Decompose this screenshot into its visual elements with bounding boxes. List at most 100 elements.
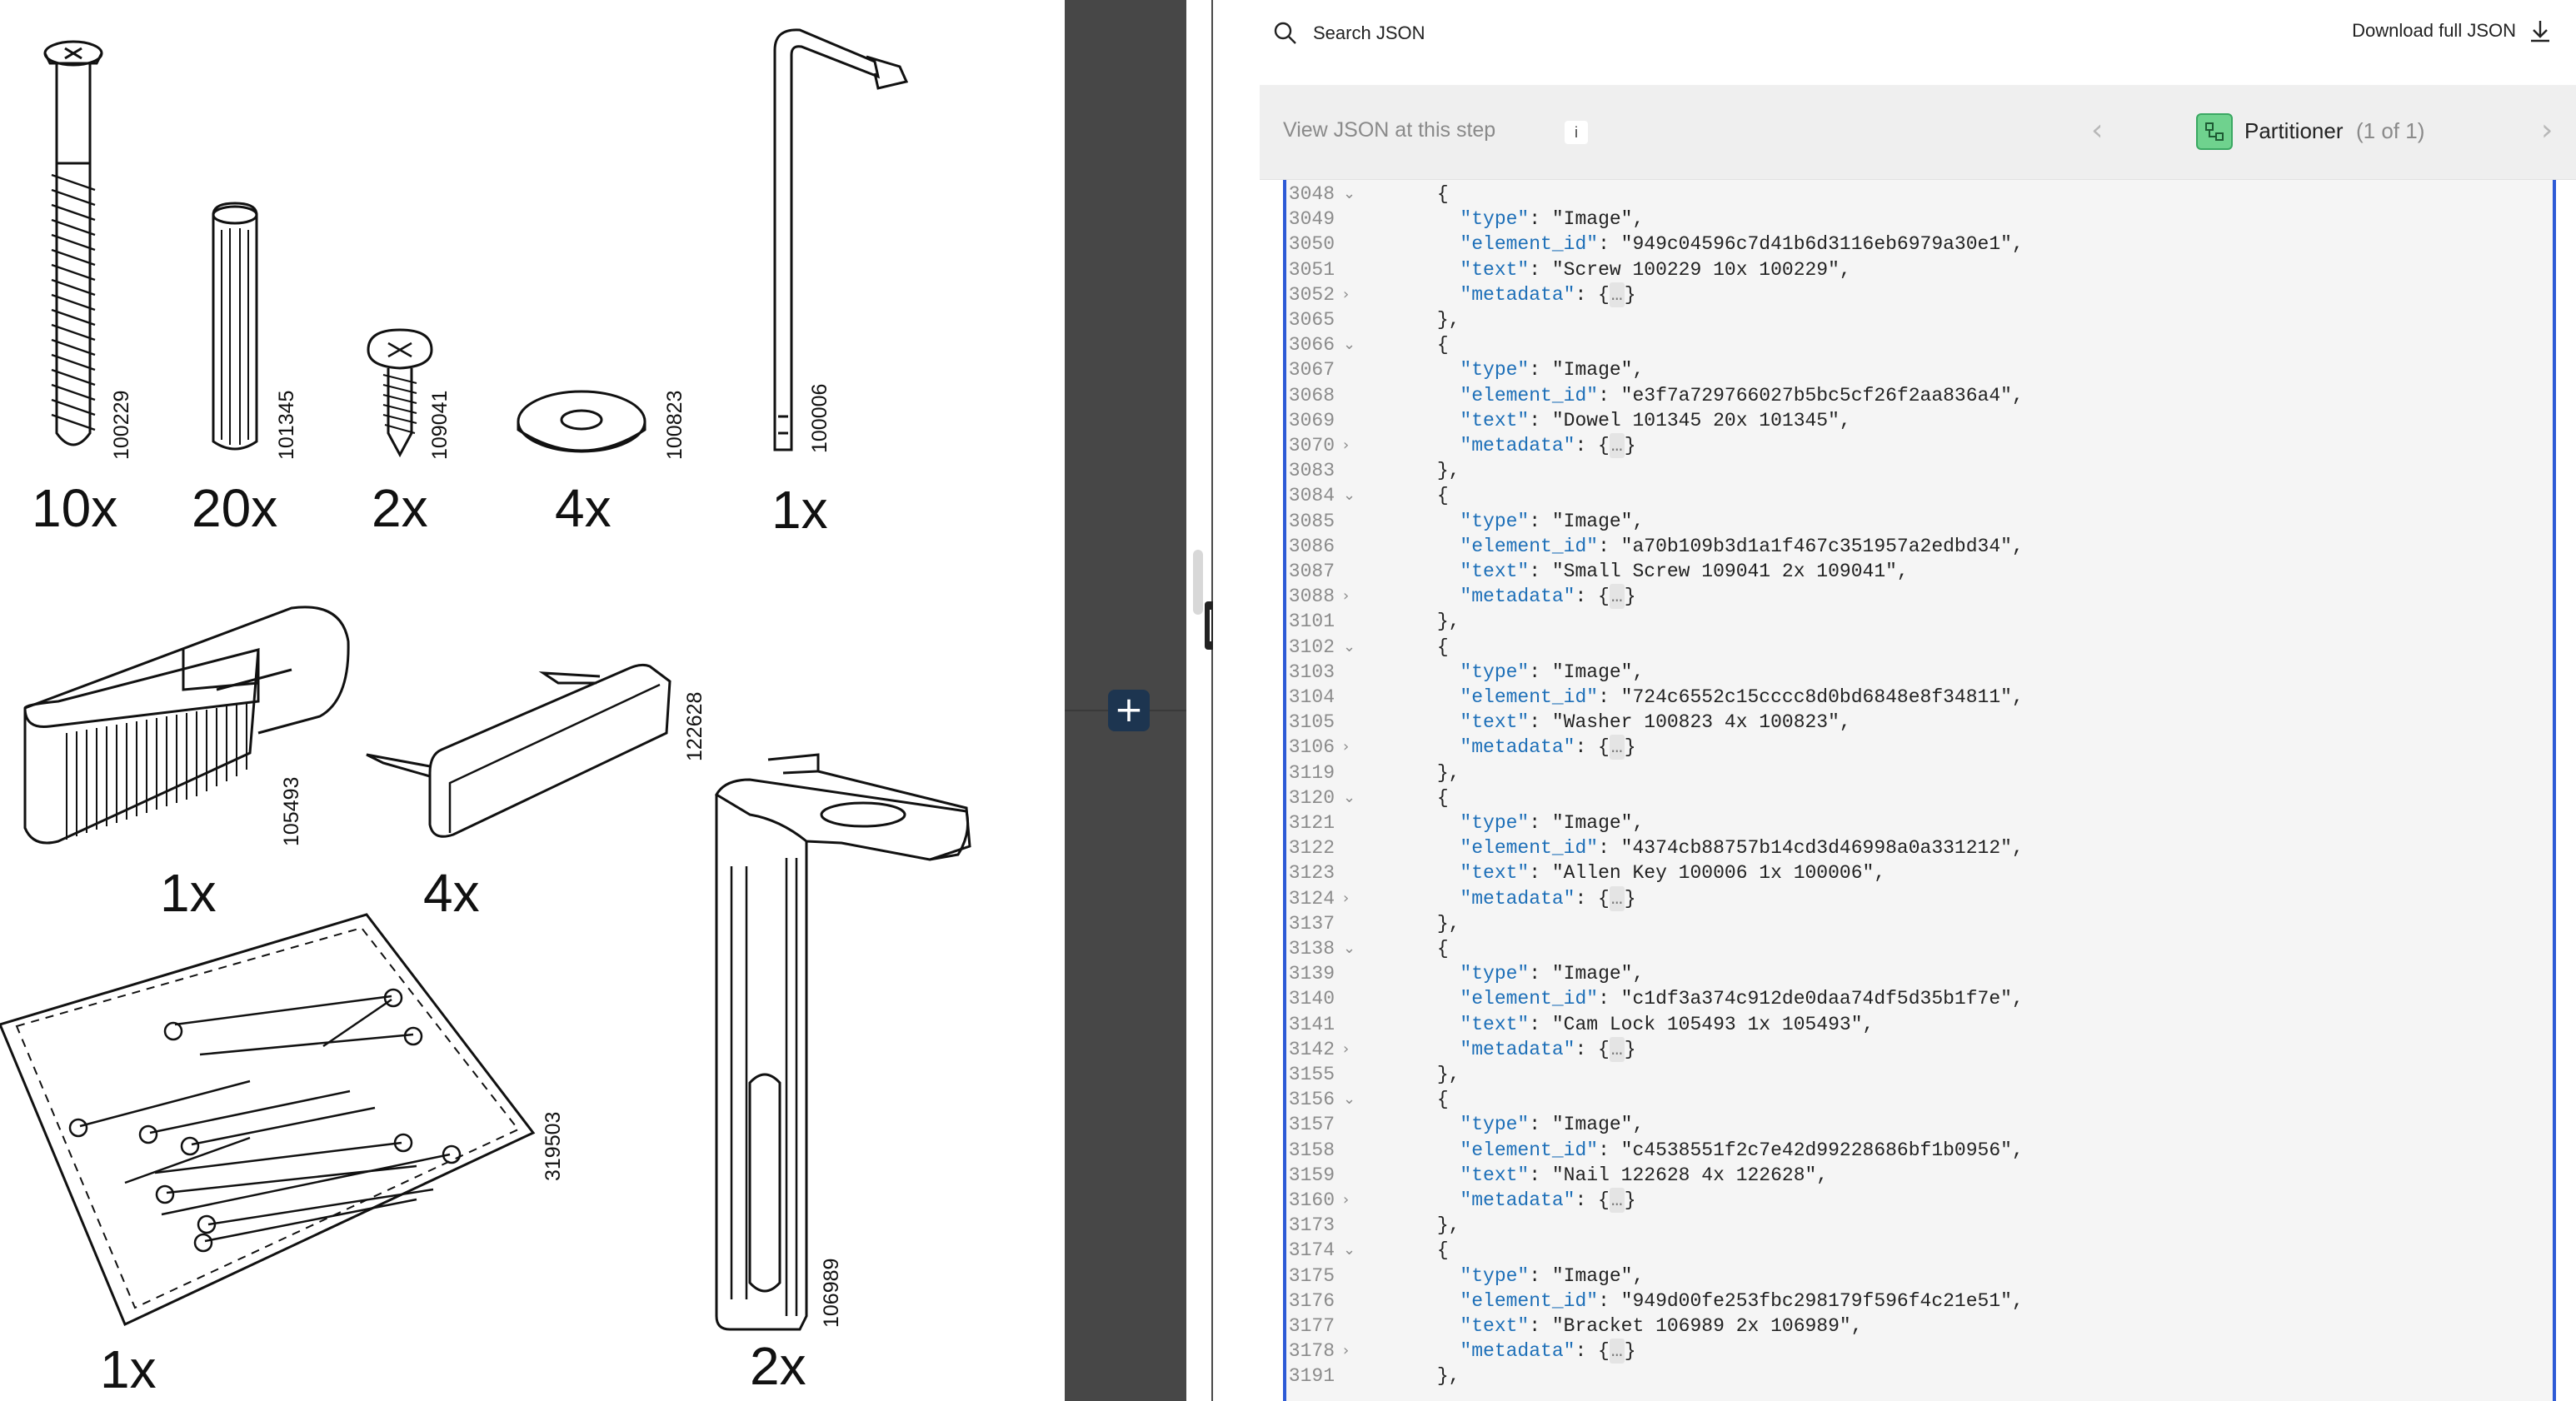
- expand-chevron-icon[interactable]: ›: [1343, 889, 1350, 907]
- json-line: 3101 },: [1286, 609, 2553, 634]
- collapse-chevron-icon[interactable]: ⌄: [1343, 637, 1356, 656]
- line-number: 3140: [1288, 988, 1335, 1010]
- line-number: 3122: [1288, 837, 1335, 860]
- line-text: {: [1368, 183, 1449, 205]
- part-number-label: 100823: [663, 390, 686, 460]
- json-line: 3069 "text": "Dowel 101345 20x 101345",: [1286, 408, 2553, 433]
- expand-chevron-icon[interactable]: ›: [1343, 1342, 1350, 1360]
- line-number: 3124: [1288, 887, 1335, 910]
- quantity-label: 2x: [750, 1336, 806, 1396]
- line-number: 3174: [1288, 1239, 1335, 1262]
- add-button[interactable]: +: [1108, 690, 1150, 731]
- json-line: 3140 "element_id": "c1df3a374c912de0daa7…: [1286, 986, 2553, 1011]
- line-number: 3105: [1288, 711, 1335, 734]
- json-line: 3120⌄ {: [1286, 785, 2553, 810]
- line-number: 3121: [1288, 812, 1335, 834]
- json-line: 3139 "type": "Image",: [1286, 961, 2553, 986]
- line-text: "element_id": "a70b109b3d1a1f467c351957a…: [1460, 535, 2024, 557]
- json-line: 3052› "metadata": {…}: [1286, 282, 2553, 307]
- line-text: },: [1368, 309, 1460, 331]
- line-text: {: [1368, 636, 1449, 658]
- collapse-chevron-icon[interactable]: ⌄: [1343, 185, 1356, 202]
- line-number: 3155: [1288, 1064, 1335, 1085]
- partitioner-count: (1 of 1): [2356, 118, 2425, 143]
- part-number-label: 109041: [428, 390, 452, 460]
- collapse-chevron-icon[interactable]: ⌄: [1343, 940, 1356, 957]
- expand-chevron-icon[interactable]: ›: [1343, 738, 1350, 756]
- line-number: 3069: [1288, 409, 1335, 431]
- line-text: {: [1368, 334, 1449, 356]
- expand-chevron-icon[interactable]: ›: [1343, 285, 1350, 303]
- json-line: 3160 › "metadata": {…}: [1286, 1188, 2553, 1213]
- expand-chevron-icon[interactable]: ›: [1343, 1040, 1350, 1058]
- json-line: 3070› "metadata": {…}: [1286, 433, 2553, 458]
- part-number-label: 100229: [110, 390, 133, 460]
- washer-icon: [517, 390, 646, 453]
- collapse-chevron-icon[interactable]: ⌄: [1343, 788, 1356, 806]
- line-number: 3175: [1288, 1264, 1335, 1287]
- quantity-label: 1x: [100, 1339, 157, 1399]
- quantity-label: 2x: [372, 478, 428, 538]
- line-text: "element_id": "4374cb88757b14cd3d46998a0…: [1460, 837, 2024, 860]
- json-line: 3105 "text": "Washer 100823 4x 100823",: [1286, 710, 2553, 735]
- quantity-label: 4x: [423, 863, 480, 923]
- part-number-label: 106989: [820, 1258, 843, 1328]
- chevron-left-icon[interactable]: ‹: [2091, 113, 2104, 147]
- json-line: 3174⌄ {: [1286, 1238, 2553, 1263]
- json-line: 3121 "type": "Image",: [1286, 810, 2553, 835]
- line-number: 3050: [1288, 233, 1335, 256]
- line-text: "metadata": {…}: [1460, 735, 1636, 760]
- line-number: 3068: [1288, 384, 1335, 406]
- line-number: 3160: [1288, 1189, 1335, 1211]
- step-label: View JSON at this step: [1283, 118, 1496, 142]
- line-number: 3102: [1288, 636, 1335, 658]
- info-icon[interactable]: i: [1565, 121, 1588, 144]
- line-text: "type": "Image",: [1460, 812, 1645, 834]
- line-text: {: [1368, 485, 1449, 507]
- search-label: Search JSON: [1313, 22, 1425, 43]
- json-line: 3104 "element_id": "724c6552c15cccc8d0bd…: [1286, 685, 2553, 710]
- line-text: "metadata": {…}: [1460, 282, 1636, 307]
- line-text: "metadata": {…}: [1460, 1339, 1636, 1364]
- line-text: "text": "Screw 100229 10x 100229",: [1460, 258, 1851, 281]
- line-number: 3159: [1288, 1164, 1335, 1186]
- line-text: "metadata": {…}: [1460, 1188, 1636, 1213]
- json-line: 3138⌄ {: [1286, 936, 2553, 961]
- line-text: "type": "Image",: [1460, 963, 1645, 985]
- pane-divider[interactable]: [1186, 0, 1220, 1401]
- expand-chevron-icon[interactable]: ›: [1343, 436, 1350, 454]
- line-text: "text": "Bracket 106989 2x 106989",: [1460, 1315, 1863, 1337]
- nail-pad-icon: [366, 663, 671, 838]
- line-number: 3087: [1288, 561, 1335, 582]
- line-number: 3070: [1288, 435, 1335, 456]
- collapse-chevron-icon[interactable]: ⌄: [1343, 1241, 1356, 1259]
- document-preview[interactable]: 10x 20x 2x 4x 1x 1x 4x 1x 2x 100229 1013…: [0, 0, 1065, 1401]
- collapse-chevron-icon[interactable]: ⌄: [1343, 486, 1356, 505]
- download-json-button[interactable]: Download full JSON: [2352, 18, 2553, 43]
- json-line: 3156⌄ {: [1286, 1087, 2553, 1112]
- scrollbar-thumb[interactable]: [1193, 550, 1203, 615]
- json-line: 3049 "type": "Image",: [1286, 207, 2553, 232]
- line-text: },: [1368, 1064, 1460, 1085]
- line-text: "metadata": {…}: [1460, 584, 1636, 610]
- part-number-label: 101345: [275, 390, 298, 460]
- collapse-chevron-icon[interactable]: ⌄: [1343, 1090, 1356, 1109]
- collapse-chevron-icon[interactable]: ⌄: [1343, 336, 1356, 354]
- line-text: "element_id": "724c6552c15cccc8d0bd6848e…: [1460, 686, 2024, 708]
- search-json-button[interactable]: Search JSON: [1273, 17, 1425, 50]
- partitioner-label[interactable]: Partitioner: [2244, 118, 2344, 143]
- line-text: "type": "Image",: [1460, 1264, 1645, 1287]
- chevron-right-icon[interactable]: ›: [2541, 113, 2554, 147]
- part-number-label: 105493: [280, 776, 303, 846]
- search-icon: [1274, 22, 1296, 44]
- expand-chevron-icon[interactable]: ›: [1343, 1191, 1350, 1209]
- line-text: },: [1368, 1214, 1460, 1237]
- expand-chevron-icon[interactable]: ›: [1343, 587, 1350, 606]
- dowel-icon: [212, 202, 258, 451]
- json-line: 3068 "element_id": "e3f7a729766027b5bc5c…: [1286, 383, 2553, 408]
- json-line: 3119 },: [1286, 760, 2553, 785]
- json-line: 3122 "element_id": "4374cb88757b14cd3d46…: [1286, 835, 2553, 860]
- json-code-view[interactable]: 3048⌄ {3049 "type": "Image",3050 "elemen…: [1283, 180, 2556, 1401]
- json-line: 3124› "metadata": {…}: [1286, 885, 2553, 911]
- line-number: 3138: [1288, 938, 1335, 960]
